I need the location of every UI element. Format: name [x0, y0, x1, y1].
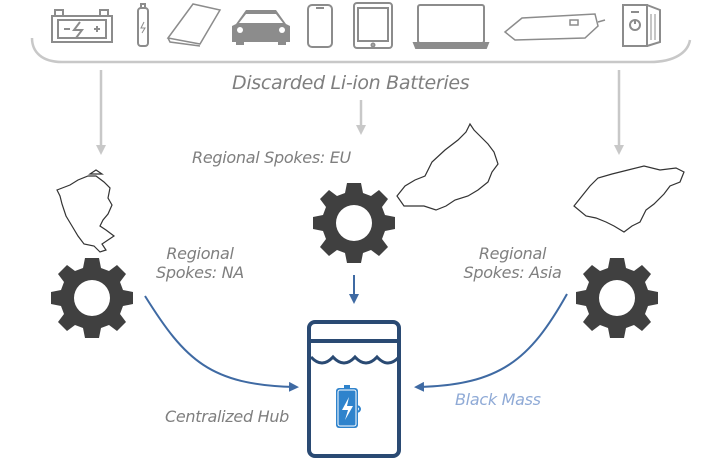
battery-recycle-icon: [336, 385, 361, 428]
arrow-na-to-hub: [144, 295, 299, 392]
tablet-icon: [353, 2, 393, 49]
asia-map-icon: [573, 165, 685, 233]
spoke-na-label: Regional Spokes: NA: [150, 244, 250, 282]
power-bank-icon: [166, 3, 222, 47]
spoke-eu-label: Regional Spokes: EU: [192, 148, 351, 167]
spoke-asia-label: Regional Spokes: Asia: [455, 244, 570, 282]
gear-icon-asia: [576, 258, 658, 338]
europe-map-icon: [396, 122, 499, 211]
ups-icon: [622, 4, 661, 47]
title-label: Discarded Li-ion Batteries: [232, 72, 470, 94]
car-battery-icon: [51, 9, 113, 43]
recycling-tank-icon: [307, 320, 401, 458]
device-bracket: [30, 37, 692, 64]
arrow-asia-to-hub: [414, 293, 568, 392]
gear-icon-eu: [313, 183, 395, 263]
spoke-na-line1: Regional: [166, 244, 234, 263]
spoke-na-line2: Spokes: NA: [156, 263, 244, 282]
laptop-icon: [412, 4, 490, 49]
cylindrical-cell-icon: [137, 3, 149, 47]
spoke-asia-line2: Spokes: Asia: [463, 263, 562, 282]
spoke-asia-line1: Regional: [478, 244, 547, 263]
electric-car-icon: [232, 10, 290, 45]
hub-label: Centralized Hub: [165, 407, 290, 426]
north-america-map-icon: [56, 169, 116, 253]
smartphone-icon: [307, 4, 333, 48]
gear-icon-na: [51, 258, 133, 338]
portable-charger-icon: [503, 13, 606, 41]
black-mass-label: Black Mass: [455, 390, 541, 409]
